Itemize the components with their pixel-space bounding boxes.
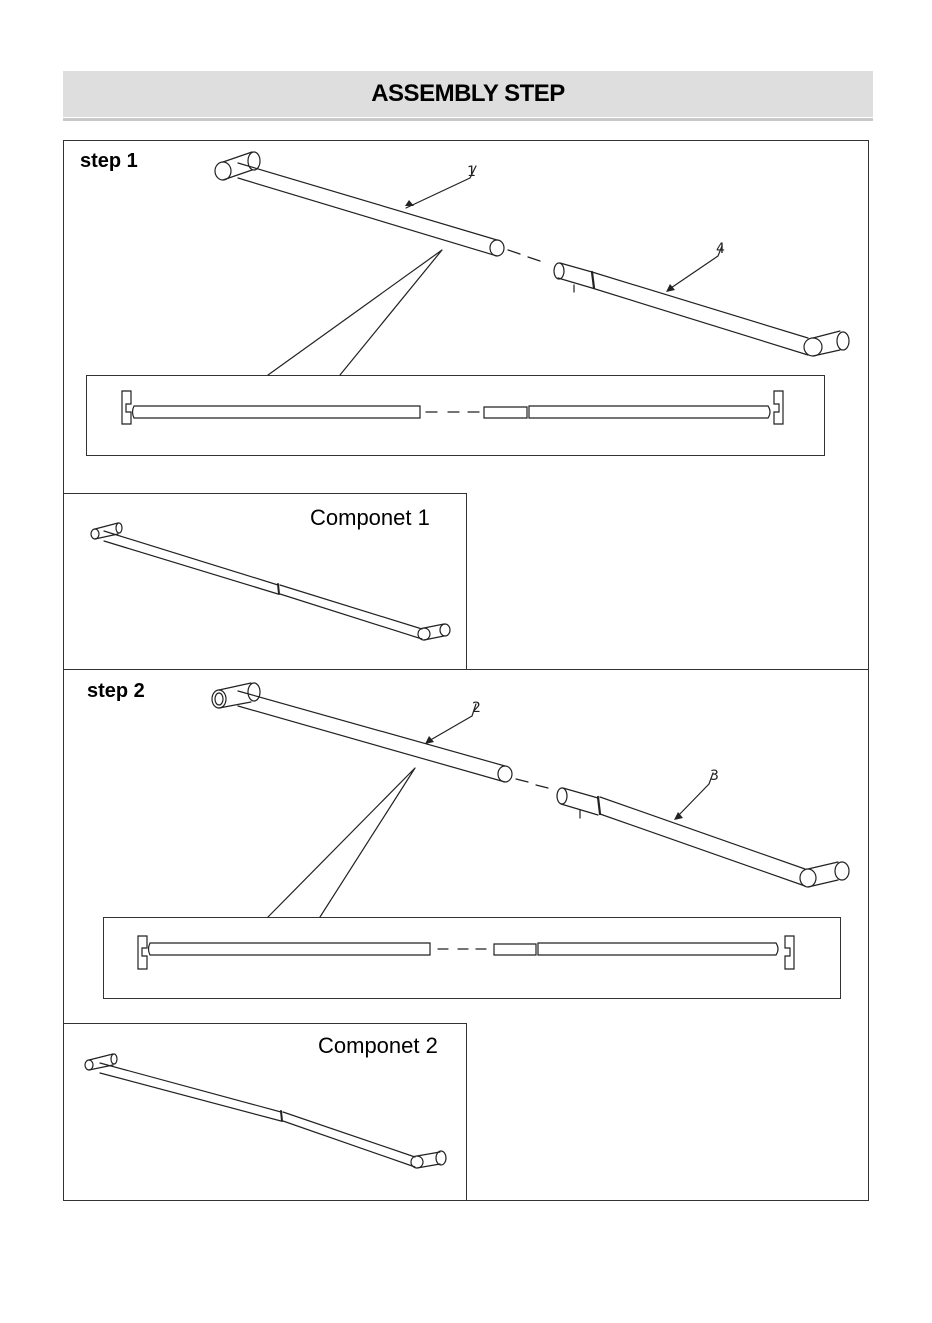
step2-rod2-tube [238,691,505,782]
callout-leader-3 [676,773,713,818]
step1-detail-section [122,391,783,424]
componet2-drawing [85,1054,446,1168]
step2-rod-2 [212,683,512,782]
step1-rod1-tube [238,163,497,256]
step1-rod4-end-cap [804,338,822,356]
callout-number-1: 1 [467,164,476,180]
callout-number-2: 2 [472,700,481,716]
step1-rod4-tube [592,272,808,355]
callout-number-3: 3 [710,768,719,784]
step1-zoom-lines [268,250,442,375]
step1-rod1-open-end [490,240,504,256]
step2-rod3-tube [600,797,805,886]
componet1-drawing [91,523,450,640]
step2-dash-line [516,779,548,788]
step2-rod-3 [557,773,849,887]
step2-detail-section [138,936,794,969]
callout-leader-1 [406,166,476,208]
callout-leader-2 [427,704,476,742]
callout-leader-4 [668,246,722,290]
step1-rod1-end-cap [215,162,231,180]
step1-dash-line [508,250,540,261]
callout-number-4: 4 [716,241,725,257]
step1-rod-4 [554,246,849,356]
step2-zoom-lines [268,768,415,917]
step1-rod-1 [215,152,504,256]
